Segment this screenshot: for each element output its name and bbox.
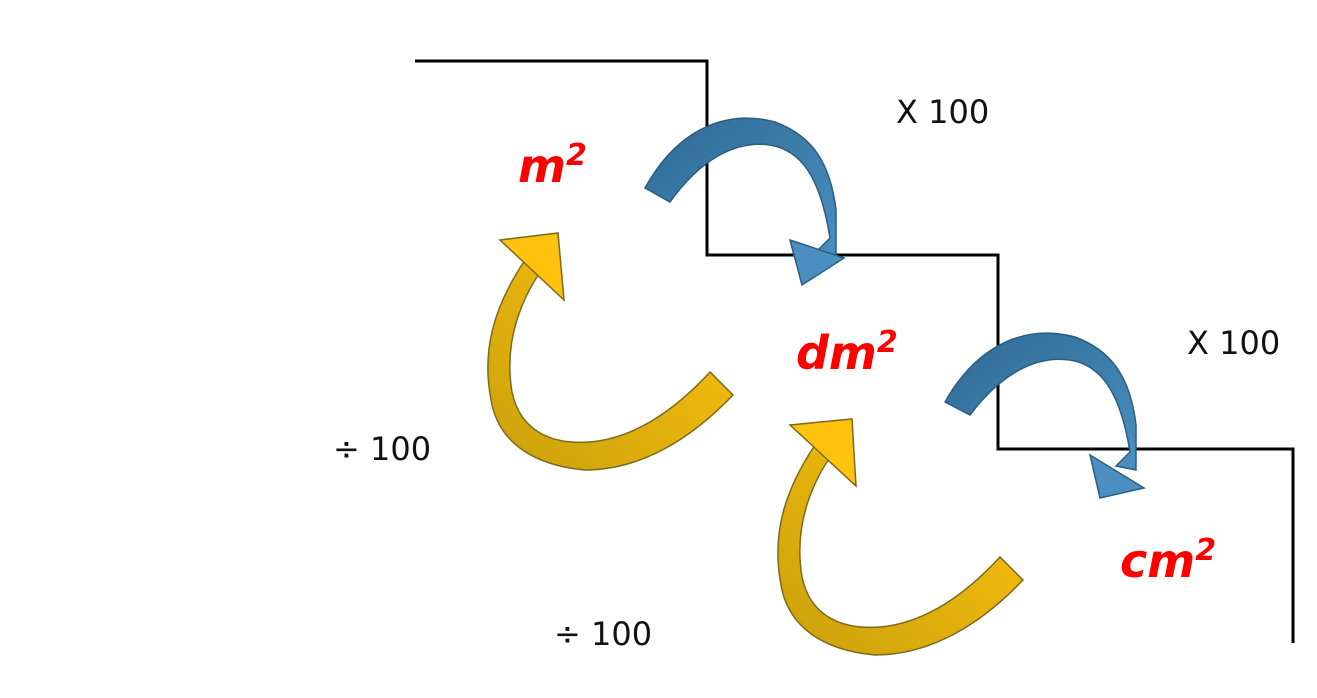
multiply-arrow-icon-1: [643, 117, 846, 287]
unit-label-dm2: dm2: [796, 325, 898, 380]
multiply-factor-label-2: X 100: [1187, 324, 1281, 362]
divide-factor-label-1: ÷ 100: [333, 430, 432, 468]
multiply-factor-label-1: X 100: [896, 93, 990, 131]
divide-arrow-icon-2: [777, 418, 1025, 656]
staircase-line: [415, 59, 1295, 643]
divide-factor-label-2: ÷ 100: [554, 615, 653, 653]
divide-arrow-icon-1: [487, 232, 735, 471]
unit-label-m2: m2: [518, 138, 587, 193]
multiply-arrow-icon-2: [943, 332, 1146, 499]
unit-label-cm2: cm2: [1120, 533, 1217, 588]
